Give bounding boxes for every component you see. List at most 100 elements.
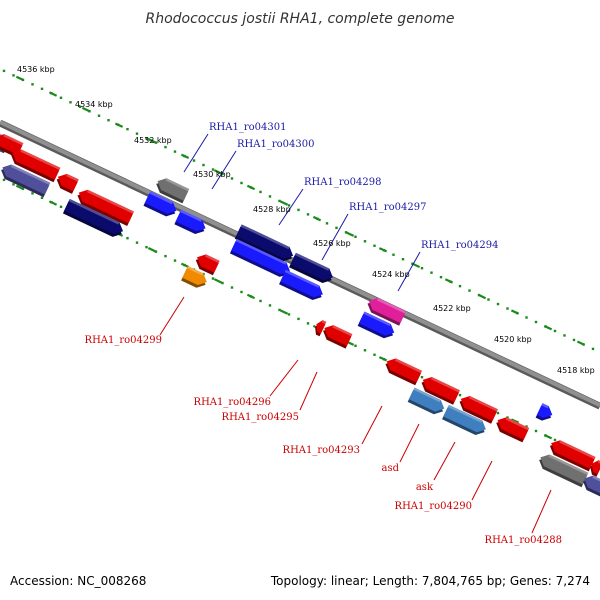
- scale-top-dot: [69, 101, 72, 104]
- gene-arrow[interactable]: [535, 403, 555, 423]
- gene-arrow-body: [324, 325, 353, 346]
- gene-label-top[interactable]: RHA1_ro04298: [304, 177, 381, 188]
- gene-label-bottom[interactable]: RHA1_ro04293: [283, 445, 360, 456]
- scale-tick-label: 4528 kbp: [253, 205, 291, 214]
- gene-arrow-highlight: [205, 254, 220, 264]
- gene-arrow[interactable]: [365, 295, 406, 326]
- scale-top-dot: [78, 105, 82, 108]
- scale-top-tick: [477, 293, 487, 300]
- scale-bottom-tick: [246, 293, 256, 300]
- gene-arrow[interactable]: [153, 175, 190, 204]
- scale-top-dot: [458, 284, 462, 288]
- gene-arrow[interactable]: [174, 209, 208, 237]
- gene-label-bottom[interactable]: RHA1_ro04295: [222, 412, 299, 423]
- scale-top-dot: [268, 195, 272, 198]
- scale-top-dot: [591, 347, 595, 351]
- gene-arrow[interactable]: [383, 355, 423, 386]
- gene-arrow[interactable]: [407, 387, 447, 417]
- gene-arrow[interactable]: [457, 393, 498, 424]
- gene-arrow[interactable]: [536, 451, 589, 488]
- gene-label-bottom[interactable]: RHA1_ro04288: [485, 535, 562, 546]
- gene-arrow[interactable]: [54, 171, 79, 194]
- gene-arrow[interactable]: [181, 265, 210, 291]
- gene-arrow-highlight: [468, 395, 498, 412]
- gene-arrow[interactable]: [547, 437, 596, 472]
- gene-arrow[interactable]: [62, 198, 126, 240]
- label-leader: [211, 150, 237, 190]
- scale-top-dot: [230, 177, 234, 180]
- label-leader: [278, 188, 304, 226]
- gene-arrow[interactable]: [289, 252, 336, 286]
- gene-arrow-body: [386, 358, 423, 383]
- scale-top-dot: [297, 208, 300, 212]
- scale-top-dot: [563, 334, 566, 337]
- scale-top-dot: [525, 316, 528, 319]
- gene-arrow-body: [551, 440, 596, 469]
- gene-label-top[interactable]: RHA1_ro04300: [237, 139, 314, 150]
- gene-arrow[interactable]: [320, 322, 353, 349]
- gene-arrow-body: [584, 475, 600, 496]
- scale-top-dot: [107, 119, 110, 122]
- gene-arrow-body: [316, 320, 327, 334]
- scale-top-tick: [15, 75, 25, 82]
- scale-top-dot: [430, 271, 433, 274]
- gene-label-bottom[interactable]: RHA1_ro04299: [85, 335, 162, 346]
- gene-arrow[interactable]: [234, 224, 296, 264]
- label-leader: [433, 441, 456, 481]
- label-leader: [397, 251, 421, 292]
- scale-top-dot: [344, 231, 348, 234]
- scale-top-dot: [506, 307, 509, 310]
- gene-label-bottom[interactable]: ask: [416, 482, 434, 493]
- scale-top-dot: [221, 172, 224, 176]
- scale-bottom-tick: [510, 418, 520, 424]
- scale-bottom-dot: [420, 375, 424, 379]
- gene-arrow-highlight: [394, 358, 423, 374]
- scale-top-dot: [259, 190, 262, 194]
- gene-arrow[interactable]: [229, 238, 293, 280]
- scale-top-tick: [279, 200, 289, 206]
- scale-top-tick: [510, 309, 520, 315]
- gene-arrow-highlight: [559, 440, 596, 460]
- gene-label-top[interactable]: RHA1_ro04301: [209, 122, 286, 133]
- label-leader: [321, 213, 349, 261]
- gene-arrow-highlight: [294, 252, 330, 271]
- gene-arrow[interactable]: [587, 458, 600, 477]
- gene-arrow[interactable]: [193, 251, 220, 276]
- scale-top-dot: [2, 69, 6, 73]
- gene-arrow-body: [280, 269, 323, 298]
- gene-arrow[interactable]: [312, 318, 327, 337]
- label-leader: [361, 405, 383, 445]
- gene-label-top[interactable]: RHA1_ro04297: [349, 202, 426, 213]
- scale-top-dot: [59, 96, 63, 99]
- gene-arrow[interactable]: [8, 146, 61, 183]
- gene-arrow[interactable]: [357, 311, 397, 341]
- gene-label-bottom[interactable]: RHA1_ro04290: [395, 501, 472, 512]
- scale-top-dot: [392, 253, 395, 256]
- gene-label-bottom[interactable]: asd: [382, 463, 400, 474]
- gene-arrow[interactable]: [442, 404, 489, 438]
- scale-bottom-dot: [268, 304, 272, 307]
- topology-text: Topology: linear; Length: 7,804,765 bp; …: [270, 574, 590, 588]
- gene-arrow[interactable]: [419, 374, 460, 405]
- scale-top-tick: [147, 138, 157, 144]
- gene-arrow-body: [540, 454, 589, 485]
- gene-label-top[interactable]: RHA1_ro04294: [421, 240, 498, 251]
- scale-top-dot: [496, 302, 500, 306]
- gene-arrow[interactable]: [493, 414, 530, 443]
- gene-arrow[interactable]: [580, 473, 600, 499]
- gene-arrow[interactable]: [279, 269, 326, 303]
- scale-bottom-dot: [496, 411, 500, 415]
- scale-bottom-dot: [297, 317, 300, 321]
- gene-label-bottom[interactable]: RHA1_ro04296: [194, 397, 271, 408]
- scale-top-dot: [420, 266, 424, 270]
- gene-arrow[interactable]: [0, 161, 51, 198]
- gene-arrow[interactable]: [143, 191, 179, 219]
- scale-bottom-dot: [287, 313, 291, 316]
- gene-arrow-body: [497, 417, 530, 440]
- scale-bottom-tick: [15, 184, 25, 191]
- label-leader: [159, 296, 185, 336]
- gene-arrow[interactable]: [75, 187, 134, 226]
- gene-arrow-highlight: [430, 376, 460, 393]
- gene-arrow-highlight: [447, 404, 483, 423]
